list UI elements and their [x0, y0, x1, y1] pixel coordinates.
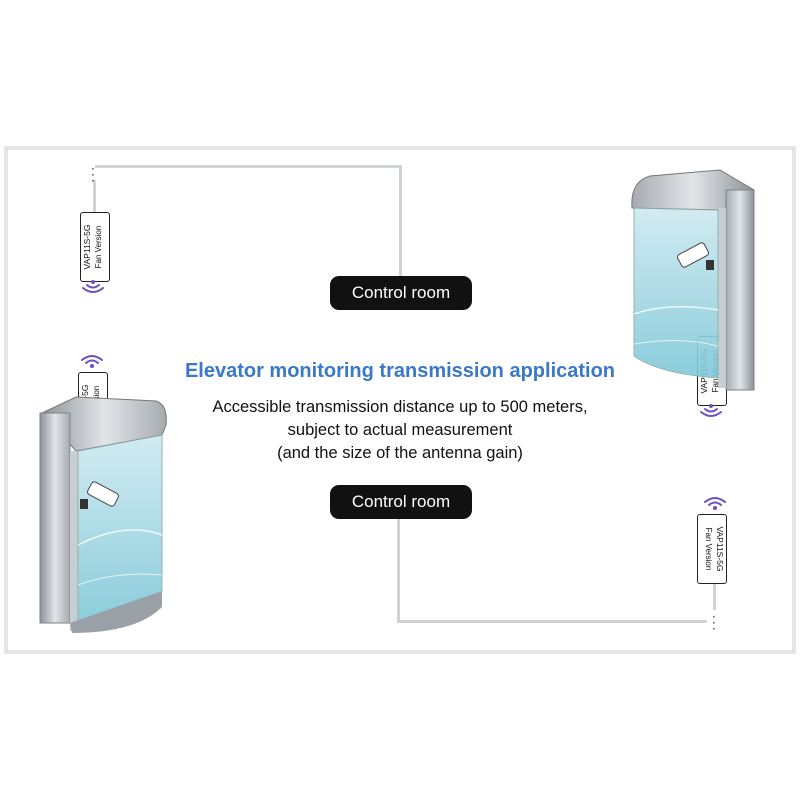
cable-bottom-vertical	[397, 518, 400, 622]
description-line-2: subject to actual measurement	[287, 421, 513, 439]
device-model: VAP11S-5G	[82, 224, 92, 270]
control-room-bottom: Control room	[330, 485, 472, 519]
cable-bottom-horizontal	[397, 620, 707, 623]
cable-dots-top-left: ···	[91, 162, 95, 188]
cable-dots-bottom-right: ···	[712, 610, 716, 636]
cable-top-horizontal	[95, 165, 402, 168]
cable-top-left-drop	[93, 180, 96, 212]
diagram-title: Elevator monitoring transmission applica…	[184, 360, 616, 382]
cable-bottom-right-rise	[713, 582, 716, 610]
elevator-right-illustration	[631, 169, 755, 391]
description-line-3: (and the size of the antenna gain)	[277, 444, 523, 462]
wifi-signal-icon	[704, 497, 726, 510]
wifi-signal-icon	[700, 404, 722, 417]
cable-top-vertical	[399, 165, 402, 277]
description-line-1: Accessible transmission distance up to 5…	[212, 398, 588, 416]
diagram-description: Accessible transmission distance up to 5…	[160, 396, 640, 465]
control-room-top-label: Control room	[351, 283, 451, 302]
device-version: Fan Version	[704, 527, 713, 571]
control-room-top: Control room	[330, 276, 472, 310]
elevator-left-illustration	[39, 396, 167, 633]
device-version: Fan Version	[94, 225, 103, 269]
control-room-bottom-label: Control room	[351, 492, 451, 511]
device-model: VAP11S-5G	[715, 526, 725, 572]
wifi-signal-icon	[82, 280, 104, 293]
wifi-signal-icon	[81, 355, 103, 368]
